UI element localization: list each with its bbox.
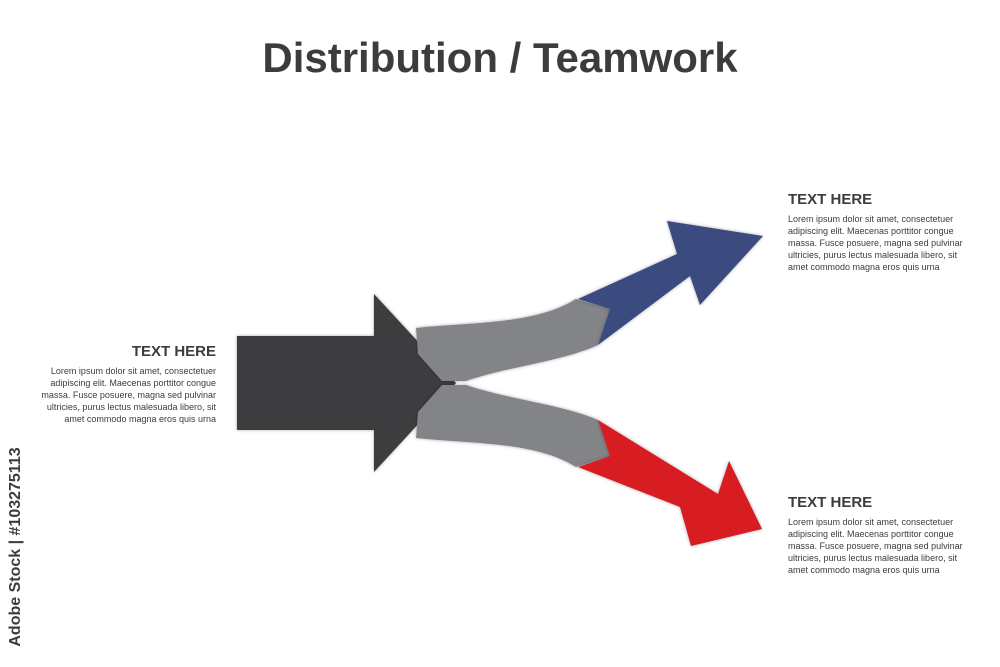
upper-branch [416, 299, 610, 381]
text-block-top-right: TEXT HERE Lorem ipsum dolor sit amet, co… [788, 191, 968, 273]
text-block-left-heading: TEXT HERE [131, 343, 216, 360]
watermark-text: Adobe Stock | #103275113 [7, 447, 24, 647]
text-block-top-right-heading: TEXT HERE [788, 191, 873, 208]
bottom-arrow [578, 420, 762, 546]
main-arrow [237, 294, 456, 472]
text-block-left: TEXT HERE Lorem ipsum dolor sit amet, co… [36, 343, 216, 425]
text-block-bottom-right: TEXT HERE Lorem ipsum dolor sit amet, co… [788, 494, 968, 576]
lower-branch [416, 385, 610, 467]
text-block-left-body: Lorem ipsum dolor sit amet, consectetuer… [41, 366, 216, 424]
text-block-bottom-right-body: Lorem ipsum dolor sit amet, consectetuer… [788, 517, 963, 575]
page-title: Distribution / Teamwork [262, 34, 738, 81]
text-block-top-right-body: Lorem ipsum dolor sit amet, consectetuer… [788, 214, 963, 272]
text-block-bottom-right-heading: TEXT HERE [788, 494, 873, 511]
stock-watermark: Adobe Stock | #103275113 [4, 440, 28, 655]
top-arrow [578, 221, 763, 345]
